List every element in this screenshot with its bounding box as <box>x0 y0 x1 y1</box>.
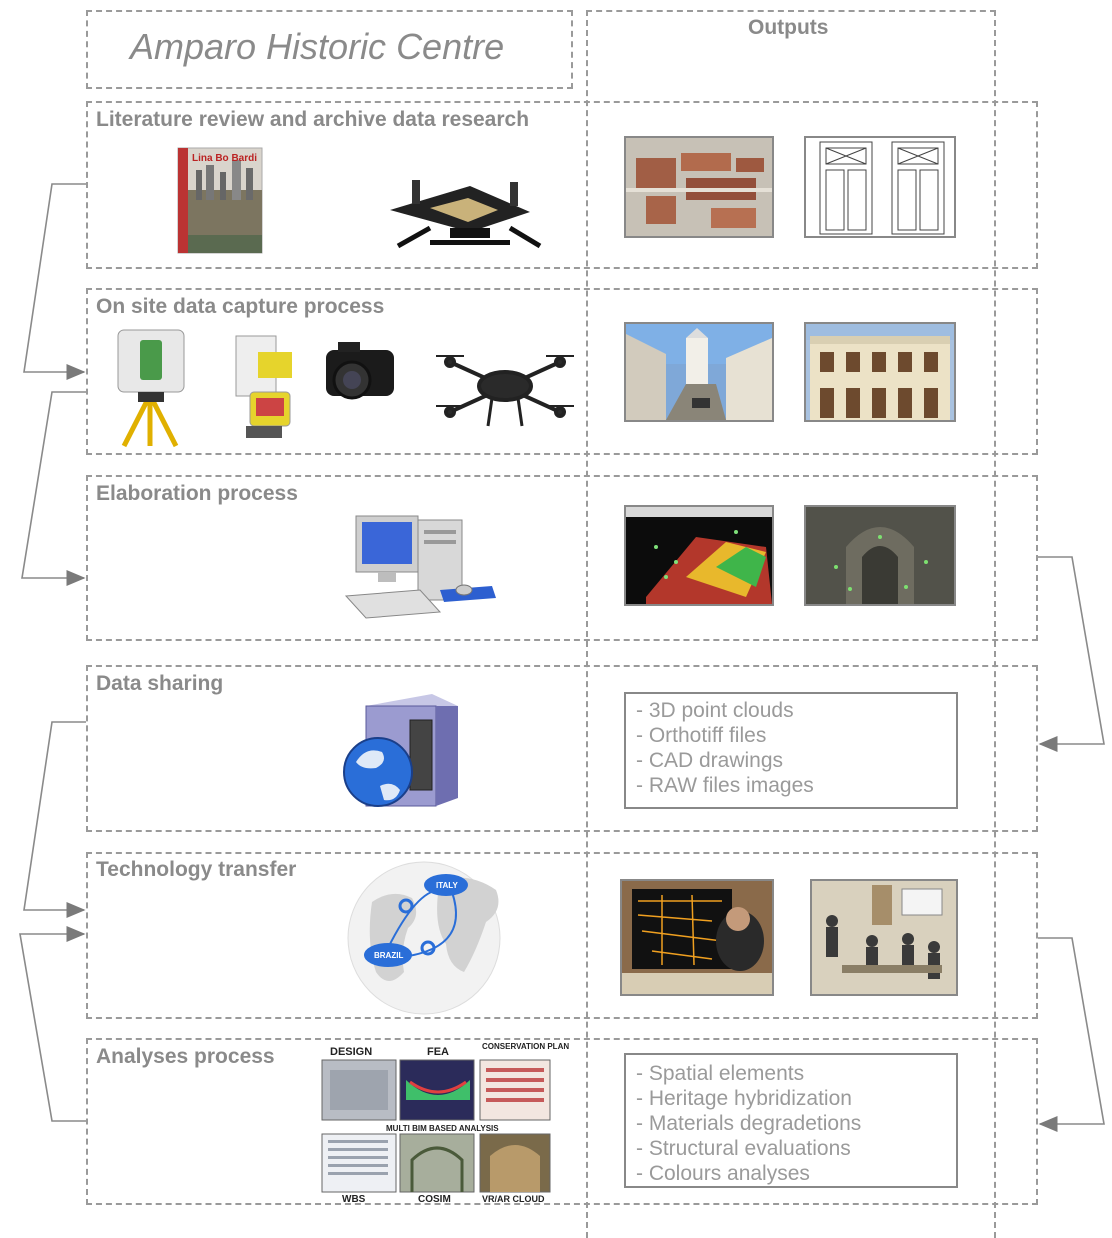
output-training-photo-class <box>810 879 958 996</box>
output-item: - Spatial elements <box>636 1062 805 1085</box>
output-street-photo <box>624 322 774 422</box>
stage-frame-sharing <box>86 665 1038 832</box>
arrow-elaboration-to-sharing <box>1038 556 1105 752</box>
arrow-analyses-to-transfer <box>19 926 86 1122</box>
output-sharing-list: - 3D point clouds - Orthotiff files - CA… <box>624 692 958 809</box>
stage-frame-analyses <box>86 1038 1038 1205</box>
output-item: - Materials degradetions <box>636 1112 862 1135</box>
title-frame <box>86 10 573 89</box>
output-door-drawing <box>804 136 956 238</box>
output-item: - 3D point clouds <box>636 699 794 722</box>
output-item: - CAD drawings <box>636 749 784 772</box>
output-3d-model-render <box>804 505 956 606</box>
output-item: - Structural evaluations <box>636 1137 851 1160</box>
stage-label-sharing: Data sharing <box>96 672 224 695</box>
page-title: Amparo Historic Centre <box>130 26 505 67</box>
stage-frame-elaboration <box>86 475 1038 641</box>
stage-label-elaboration: Elaboration process <box>96 482 298 505</box>
arrow-sharing-to-transfer <box>23 721 86 918</box>
arrow-onsite-to-elaboration <box>21 391 86 586</box>
output-analyses-list: - Spatial elements - Heritage hybridizat… <box>624 1053 958 1188</box>
outputs-column-frame <box>586 10 996 1238</box>
stage-label-analyses: Analyses process <box>96 1045 275 1068</box>
output-item: - Orthotiff files <box>636 724 767 747</box>
output-facade-photo <box>804 322 956 422</box>
stage-label-onsite: On site data capture process <box>96 295 385 318</box>
output-point-cloud-software <box>624 505 774 606</box>
output-item: - Colours analyses <box>636 1162 810 1185</box>
output-aerial-orthophoto <box>624 136 774 238</box>
stage-label-literature: Literature review and archive data resea… <box>96 108 530 131</box>
stage-frame-literature <box>86 101 1038 269</box>
output-item: - RAW files images <box>636 774 814 797</box>
arrow-literature-to-onsite <box>23 183 86 380</box>
arrow-transfer-to-analyses <box>1038 937 1105 1132</box>
output-training-photo-screen <box>620 879 774 996</box>
outputs-heading: Outputs <box>748 16 829 39</box>
stage-frame-transfer <box>86 852 1038 1019</box>
stage-frame-onsite <box>86 288 1038 455</box>
stage-label-transfer: Technology transfer <box>96 858 297 881</box>
output-item: - Heritage hybridization <box>636 1087 852 1110</box>
